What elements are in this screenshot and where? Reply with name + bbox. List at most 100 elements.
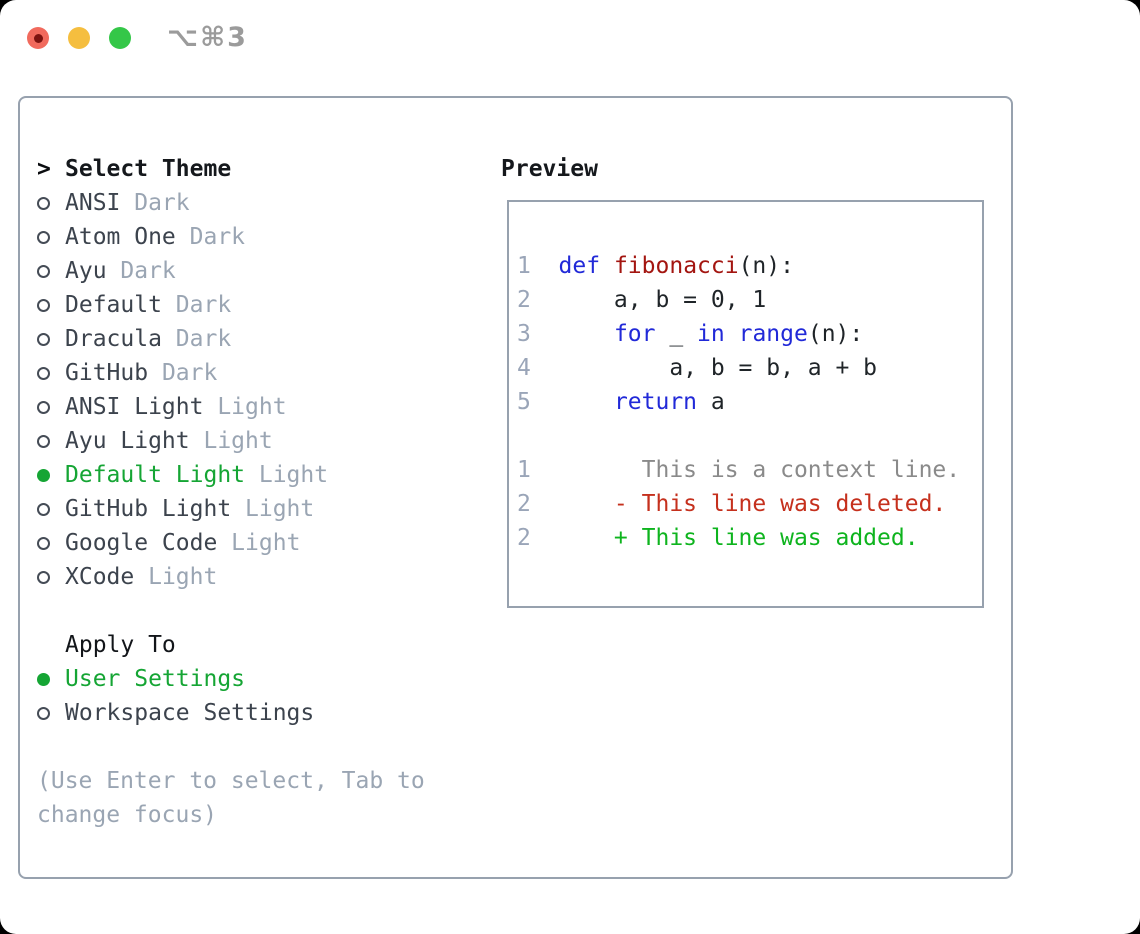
theme-item-name: Dracula — [65, 326, 162, 352]
code-token-plain — [559, 321, 614, 347]
window-title: ⌥⌘3 — [167, 22, 248, 53]
code-blank-line — [517, 419, 982, 453]
radio-marker-cell — [37, 196, 65, 210]
code-token-plain: a, b = b, a + b — [558, 355, 878, 381]
radio-marker-cell — [37, 672, 65, 686]
code-token-keyword: for — [613, 321, 656, 347]
theme-list-header-row: >Select Theme — [37, 152, 425, 186]
theme-item-name: ANSI — [65, 190, 121, 216]
theme-item-xcode[interactable]: XCode Light — [37, 560, 425, 594]
title-bar: ⌥⌘3 — [0, 0, 1140, 76]
code-token-plain — [600, 253, 614, 279]
radio-icon — [37, 264, 50, 278]
hint-line: change focus) — [37, 802, 218, 828]
theme-item-github-light[interactable]: GitHub Light Light — [37, 492, 425, 526]
theme-item-name: GitHub Light — [65, 496, 232, 522]
close-button[interactable] — [27, 27, 49, 49]
radio-marker-cell — [37, 706, 65, 720]
radio-icon — [37, 570, 50, 584]
line-number: 3 — [517, 321, 559, 347]
radio-icon — [37, 400, 50, 414]
apply-option-name: Workspace Settings — [65, 700, 315, 726]
minimize-button[interactable] — [68, 27, 90, 49]
theme-item-default-light[interactable]: Default Light Light — [37, 458, 425, 492]
code-token-keyword: def — [558, 253, 601, 279]
apply-option-workspace-settings[interactable]: Workspace Settings — [37, 696, 425, 730]
theme-item-ansi-light[interactable]: ANSI Light Light — [37, 390, 425, 424]
line-number: 2 — [517, 287, 559, 313]
radio-marker-cell — [37, 536, 65, 550]
code-token-keyword: return — [613, 389, 698, 415]
theme-item-name: Atom One — [65, 224, 176, 250]
code-token-plain: (n): — [807, 321, 864, 347]
theme-item-dracula[interactable]: Dracula Dark — [37, 322, 425, 356]
code-token-plain: a — [697, 389, 725, 415]
radio-marker-cell — [37, 502, 65, 516]
code-line: 3 for _ in range(n): — [517, 317, 982, 351]
theme-item-ansi[interactable]: ANSI Dark — [37, 186, 425, 220]
code-token-added: + This line was added. — [558, 525, 919, 551]
radio-marker-cell — [37, 434, 65, 448]
code-token-plain — [559, 389, 614, 415]
traffic-lights — [27, 27, 131, 49]
theme-item-variant: Dark — [148, 360, 218, 386]
radio-icon — [37, 502, 50, 516]
spacer-row — [37, 594, 425, 628]
radio-marker-cell — [37, 332, 65, 346]
line-number: 4 — [517, 355, 559, 381]
theme-item-variant: Dark — [120, 190, 190, 216]
theme-item-name: Google Code — [65, 530, 218, 556]
radio-icon — [37, 366, 50, 380]
theme-item-variant: Light — [245, 462, 329, 488]
line-number: 2 — [517, 525, 559, 551]
radio-marker-cell — [37, 400, 65, 414]
code-token-context: This is a context line. — [558, 457, 961, 483]
code-line: 2 + This line was added. — [517, 521, 982, 555]
spacer-row — [37, 730, 425, 764]
code-line: 2 - This line was deleted. — [517, 487, 982, 521]
apply-to-title: Apply To — [65, 632, 176, 658]
code-line: 5 return a — [517, 385, 982, 419]
theme-item-variant: Light — [134, 564, 218, 590]
code-token-plain: (n): — [738, 253, 794, 279]
radio-marker-cell — [37, 570, 65, 584]
theme-item-atom-one[interactable]: Atom One Dark — [37, 220, 425, 254]
theme-item-name: GitHub — [65, 360, 149, 386]
line-number: 1 — [517, 253, 559, 279]
theme-item-name: Default — [65, 292, 162, 318]
cursor-marker: > — [37, 156, 51, 182]
theme-item-default[interactable]: Default Dark — [37, 288, 425, 322]
theme-item-google-code[interactable]: Google Code Light — [37, 526, 425, 560]
theme-item-variant: Light — [231, 496, 315, 522]
theme-item-variant: Dark — [106, 258, 176, 284]
radio-marker-cell — [37, 298, 65, 312]
theme-item-variant: Dark — [175, 224, 246, 250]
zoom-button[interactable] — [109, 27, 131, 49]
theme-item-name: XCode — [65, 564, 135, 590]
radio-icon — [37, 332, 50, 346]
theme-item-github[interactable]: GitHub Dark — [37, 356, 425, 390]
code-line: 1 This is a context line. — [517, 453, 982, 487]
theme-item-ayu-light[interactable]: Ayu Light Light — [37, 424, 425, 458]
apply-option-name: User Settings — [65, 666, 246, 692]
theme-item-variant: Light — [217, 530, 301, 556]
code-token-function: fibonacci — [613, 253, 739, 279]
theme-item-ayu[interactable]: Ayu Dark — [37, 254, 425, 288]
radio-icon — [37, 536, 50, 550]
line-number: 5 — [517, 389, 559, 415]
radio-icon — [37, 196, 50, 210]
code-token-plain: _ — [655, 321, 698, 347]
theme-item-name: Ayu — [65, 258, 107, 284]
radio-icon — [37, 706, 50, 720]
apply-option-user-settings[interactable]: User Settings — [37, 662, 425, 696]
theme-item-variant: Light — [189, 428, 273, 454]
code-line: 1 def fibonacci(n): — [517, 249, 982, 283]
code-token-plain — [725, 321, 739, 347]
theme-item-variant: Light — [203, 394, 287, 420]
code-token-plain: a, b = 0, 1 — [558, 287, 767, 313]
theme-item-variant: Dark — [161, 292, 232, 318]
